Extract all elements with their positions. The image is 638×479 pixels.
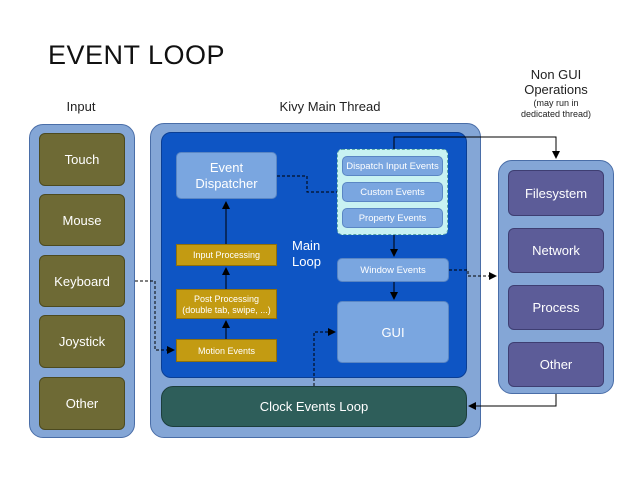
- non-gui-header-line1: Non GUI: [530, 67, 582, 82]
- custom-events: Custom Events: [342, 182, 443, 202]
- main-loop-line1: Main: [292, 238, 321, 253]
- non-gui-header-line2: Operations: [524, 82, 588, 97]
- post-processing: Post Processing (double tab, swipe, ...): [176, 289, 277, 319]
- gui-box: GUI: [337, 301, 449, 363]
- non-gui-note-line2: dedicated thread): [520, 109, 592, 119]
- input-header: Input: [66, 99, 96, 114]
- input-keyboard: Keyboard: [39, 255, 125, 307]
- main-thread-header: Kivy Main Thread: [279, 99, 381, 114]
- event-dispatcher-line2: Dispatcher: [195, 176, 258, 191]
- arrow-nongui-to-clock: [468, 394, 557, 410]
- clock-events-loop: Clock Events Loop: [161, 386, 467, 427]
- window-events: Window Events: [337, 258, 449, 282]
- non-gui-header: Non GUI Operations (may run in dedicated…: [504, 67, 608, 120]
- non-gui-process: Process: [508, 285, 604, 330]
- input-mouse: Mouse: [39, 194, 125, 246]
- line-dispatcher-to-events: [277, 175, 337, 193]
- arrow-clock-to-gui: [313, 328, 336, 386]
- post-processing-line1: Post Processing: [193, 294, 260, 304]
- input-joystick: Joystick: [39, 315, 125, 368]
- post-processing-line2: (double tab, swipe, ...): [182, 305, 271, 315]
- non-gui-network: Network: [508, 228, 604, 273]
- input-other: Other: [39, 377, 125, 430]
- non-gui-filesystem: Filesystem: [508, 170, 604, 216]
- property-events: Property Events: [342, 208, 443, 228]
- page-title: EVENT LOOP: [48, 40, 226, 70]
- non-gui-note-line1: (may run in: [533, 98, 579, 108]
- motion-events: Motion Events: [176, 339, 277, 362]
- event-dispatcher: Event Dispatcher: [176, 152, 277, 199]
- main-loop-label: Main Loop: [292, 238, 321, 270]
- arrow-keyboard-to-motion: [135, 280, 175, 354]
- arrow-dispatch-to-filesystem: [393, 136, 560, 159]
- event-dispatcher-line1: Event: [209, 160, 244, 175]
- main-loop-line2: Loop: [292, 254, 321, 269]
- dispatch-input-events: Dispatch Input Events: [342, 156, 443, 176]
- arrow-window-to-nongui: [449, 269, 497, 280]
- input-processing: Input Processing: [176, 244, 277, 266]
- input-touch: Touch: [39, 133, 125, 186]
- non-gui-other: Other: [508, 342, 604, 387]
